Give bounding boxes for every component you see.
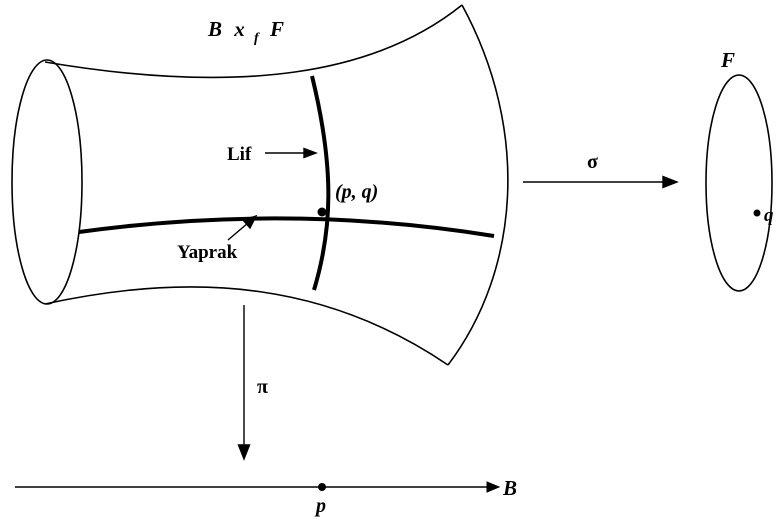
base-space-label: B: [502, 476, 517, 500]
base-arrowhead: [486, 481, 501, 493]
point-pq-label: (p, q): [335, 181, 378, 203]
surface-bottom-edge: [44, 286, 449, 366]
curves: [78, 75, 495, 291]
point-q-label: q: [764, 205, 774, 226]
point-pq: [317, 207, 327, 217]
point-p: [318, 483, 326, 491]
lif-arrowhead: [303, 147, 318, 159]
product-base-label: B: [207, 17, 222, 41]
product-label: B x f F: [207, 17, 284, 47]
point-q: [753, 209, 761, 217]
pi-label: π: [257, 376, 268, 398]
right-end-curve: [447, 4, 509, 366]
base-space: [15, 481, 501, 493]
leaf-label: Yaprak: [177, 242, 238, 263]
product-times-label: x: [233, 17, 245, 41]
surface-top-edge: [44, 4, 463, 79]
fiber-space-ellipse: [705, 74, 773, 292]
fiber-curve: [310, 75, 331, 291]
sigma-arrowhead: [662, 175, 679, 189]
sigma-label: σ: [587, 151, 598, 173]
product-fiber-label: F: [269, 17, 284, 41]
left-end-ellipse: [11, 59, 83, 305]
pi-arrowhead: [237, 444, 251, 461]
point-p-label: p: [314, 495, 326, 517]
product-sub-label: f: [254, 31, 260, 46]
sigma-projection: [523, 175, 679, 189]
pi-projection: [237, 305, 251, 461]
fiber-space-label: F: [720, 48, 735, 72]
leaf-curve: [78, 216, 495, 238]
product-surface: [11, 4, 509, 366]
fiber-label: Lif: [227, 144, 252, 165]
yaprak-arrow: [227, 222, 249, 241]
yaprak-arrowhead: [241, 214, 258, 230]
annotation-arrows: [227, 147, 318, 241]
